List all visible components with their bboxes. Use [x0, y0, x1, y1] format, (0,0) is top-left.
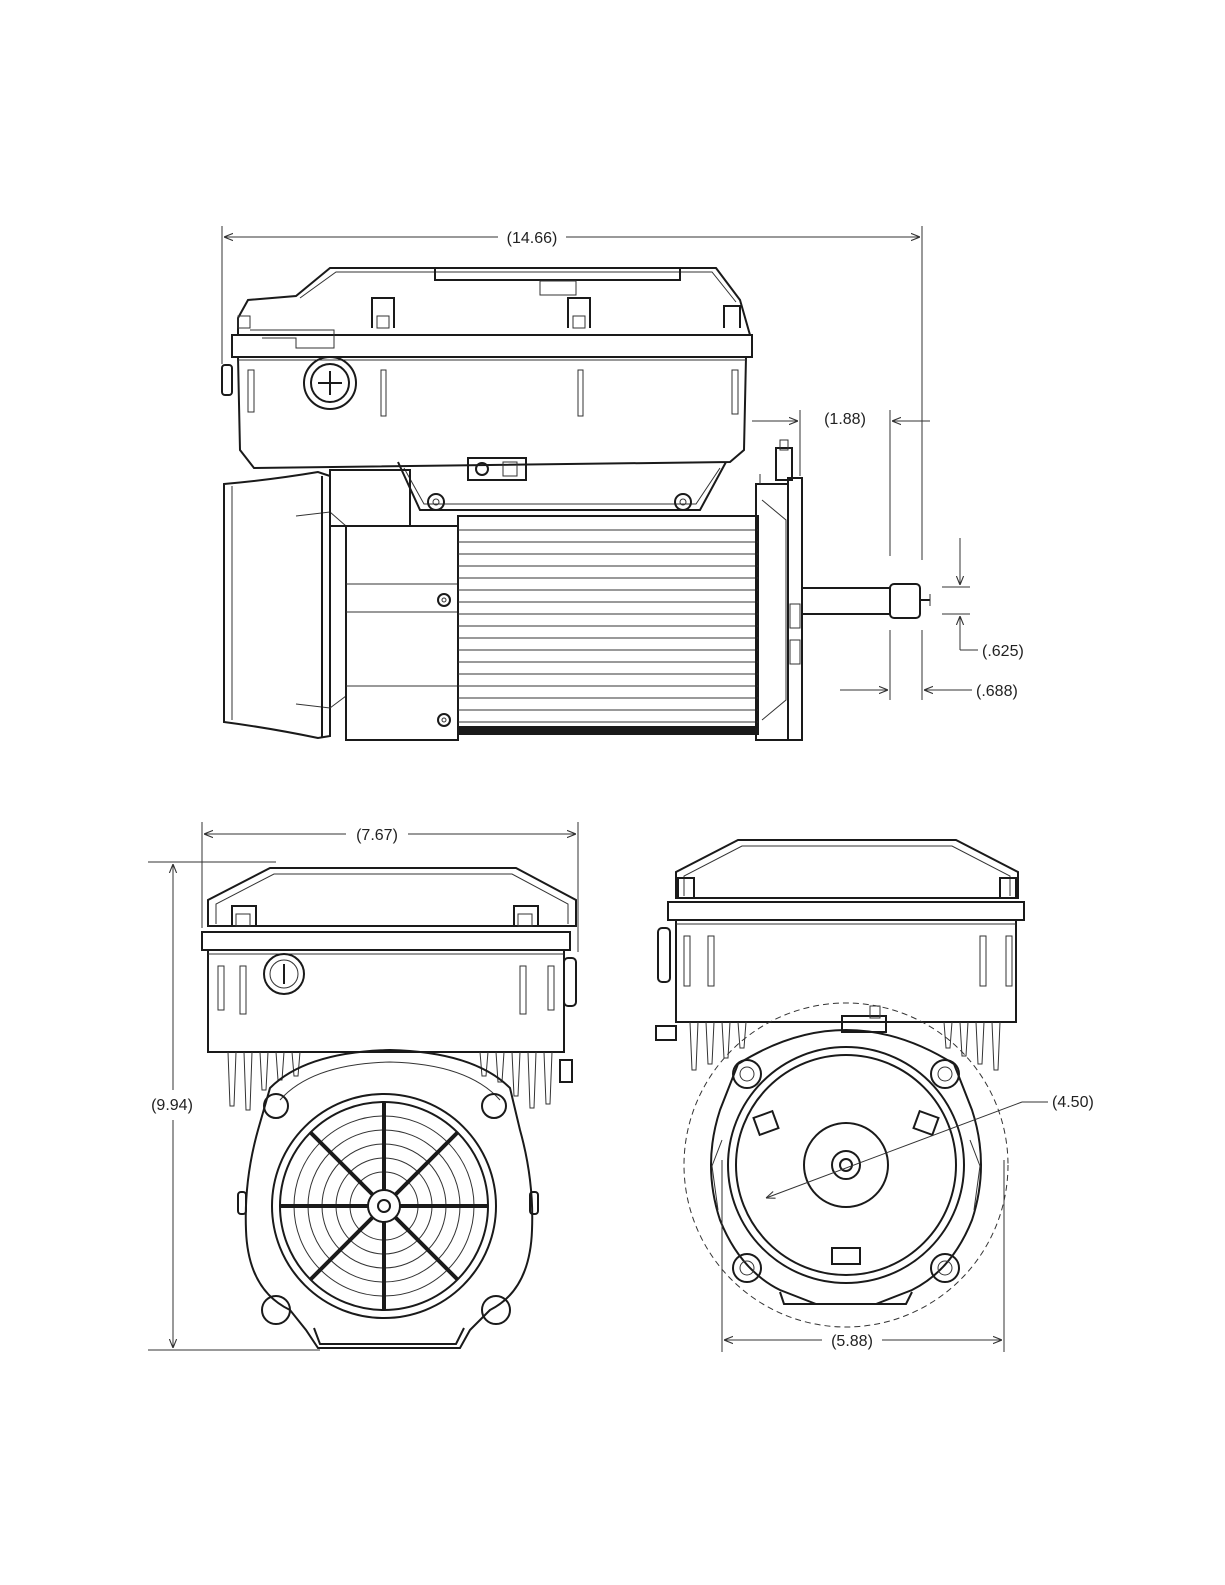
dimension-bolt-circle: (4.50): [1052, 1094, 1094, 1111]
rear-dimensions: (4.50) (5.88): [722, 1094, 1094, 1352]
dimension-overall-length: (14.66): [507, 230, 558, 247]
dimension-mount-width: (5.88): [831, 1333, 873, 1350]
fan-spokes: [280, 1102, 488, 1310]
dimension-shaft-flat: (.688): [976, 683, 1018, 700]
drive-enclosure-rear: [658, 840, 1024, 1022]
front-view: [202, 868, 576, 1348]
motor-shaft: [802, 584, 930, 618]
drive-enclosure-front: [202, 868, 576, 1052]
cooling-fins: [458, 530, 758, 722]
dimension-shaft-diameter: (.625): [982, 643, 1024, 660]
fan-guard: [238, 1050, 538, 1348]
rear-view: [656, 840, 1024, 1327]
heatsink-fins-front: [228, 1052, 572, 1110]
drive-enclosure: [222, 268, 752, 468]
dimension-shaft-extension: (1.88): [824, 411, 866, 428]
dimension-width: (7.67): [356, 827, 398, 844]
motor-frame: [346, 516, 758, 740]
side-view: [222, 268, 930, 740]
fan-cover: [224, 470, 410, 738]
mounting-flange: [684, 1003, 1008, 1327]
end-flange: [756, 440, 802, 740]
dimension-height: (9.94): [151, 1097, 193, 1114]
